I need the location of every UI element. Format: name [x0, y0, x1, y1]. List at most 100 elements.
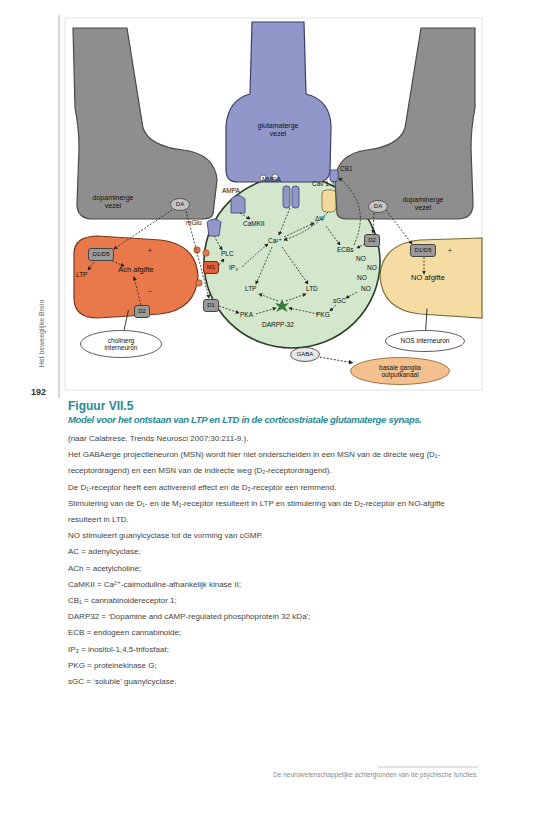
- signal-arrow: [134, 277, 141, 305]
- part-label: NO: [367, 265, 377, 272]
- node-label: D1/D5: [89, 251, 113, 258]
- part-label: Ca²⁺: [268, 238, 282, 245]
- node-outline: [335, 28, 475, 219]
- part-label: LTD: [306, 286, 318, 293]
- node-label: DA: [368, 203, 388, 210]
- signal-arrow: [114, 210, 172, 249]
- caption-note: PKG = proteinekinase G;: [68, 658, 463, 674]
- node-text-holder: M1: [204, 262, 218, 273]
- node-text-holder: DA: [170, 198, 190, 211]
- receptor-box: D1: [203, 299, 219, 312]
- figure-caption: Model voor het ontstaan van LTP en LTD i…: [68, 414, 422, 425]
- node-label: basale ganglia outputkanaal: [368, 364, 432, 378]
- footer-text: De neurowetenschappelijke achtergronden …: [273, 772, 478, 779]
- signal-arrow: [330, 305, 336, 311]
- signal-arrow: [186, 211, 209, 298]
- signal-arrow: [346, 292, 357, 298]
- signal-arrow: [284, 223, 314, 237]
- signal-arrow: [240, 213, 250, 219]
- part-label: ΔΨ: [315, 216, 325, 223]
- figure-frame: [65, 18, 482, 390]
- node-label: cholinerg interneuron: [96, 337, 146, 351]
- node-text-holder: D1: [204, 300, 218, 311]
- signal-arrow: [279, 208, 290, 235]
- signal-arrow: [112, 261, 124, 266]
- caption-note: NO stimuleert guanylcyclase tot de vormi…: [68, 528, 463, 544]
- node-text-holder: D1/D5: [411, 245, 435, 256]
- node-text-holder: GABA: [290, 351, 320, 358]
- node-text-holder: NOS interneuron: [389, 337, 461, 344]
- signal-arrow: [373, 213, 374, 233]
- caption-note: CaMKII = Ca²⁺-calmoduline-afhankelijk ki…: [68, 577, 463, 593]
- caption-note: Het GABAerge projectieneuron (MSN) wordt…: [68, 447, 463, 479]
- node-text-holder: cholinerg interneuron: [96, 337, 146, 351]
- node-text-holder: GABA: [290, 347, 320, 362]
- part-label: IP₃: [229, 265, 238, 272]
- node-outline: [222, 22, 334, 184]
- receptor-symbol: [207, 186, 336, 236]
- node-label: NOS interneuron: [389, 337, 461, 344]
- caption-note: sGC = ‘soluble’ guanylcyclase.: [68, 674, 463, 690]
- part-label: NO: [361, 286, 371, 293]
- output-oval: basale ganglia outputkanaal: [350, 357, 450, 385]
- node-text-holder: D1/D5: [411, 247, 435, 254]
- part-label: LTP: [76, 272, 87, 279]
- part-label: sGC: [333, 298, 346, 305]
- caption-note: De D₁-receptor heeft een activerend effe…: [68, 480, 463, 496]
- signal-arrow: [339, 178, 360, 245]
- margin-rule: [59, 15, 60, 398]
- node-outline: [81, 331, 162, 358]
- frame-lines: [59, 15, 482, 767]
- signal-arrow: [219, 259, 224, 265]
- dopamine-fiber: dopaminerge vezel DA: [335, 28, 483, 220]
- signal-arrow: [214, 236, 222, 250]
- receptor-box: D1/D5: [410, 244, 436, 257]
- node-label: GABA: [290, 351, 320, 358]
- node-label: NO afgifte: [400, 274, 456, 282]
- node-text-holder: NOS interneuron: [385, 330, 465, 352]
- node-outline: [65, 28, 220, 220]
- receptor-symbol: [283, 186, 290, 208]
- signal-arrow: [284, 212, 328, 240]
- part-label: +: [448, 248, 452, 255]
- signal-arrow: [357, 244, 365, 248]
- node-label: dopaminerge vezel: [397, 196, 449, 211]
- connector: [426, 309, 427, 331]
- caption-note: (naar Calabrese, Trends Neurosci 2007;30…: [68, 431, 463, 447]
- receptor-symbol: [231, 196, 245, 214]
- vesicle: [194, 174, 278, 286]
- caption-notes: (naar Calabrese, Trends Neurosci 2007;30…: [68, 431, 463, 690]
- signal-arrow: [256, 247, 272, 284]
- part-label: CB1: [340, 166, 353, 173]
- node-text-holder: dopaminerge vezel: [87, 194, 139, 209]
- node-label: dopaminerge vezel: [87, 194, 139, 209]
- node-outline: [369, 201, 388, 213]
- connector: [124, 310, 128, 330]
- signal-arrow: [326, 226, 340, 245]
- signal-arrow: [386, 210, 412, 244]
- part-label: Cav 1.3: [312, 181, 334, 188]
- node-label: D1/D5: [411, 247, 435, 254]
- signal-arrow: [259, 294, 278, 301]
- signal-arrow: [424, 257, 425, 274]
- node-text-holder: DA: [368, 200, 388, 213]
- part-label: PLC: [221, 251, 234, 258]
- node-text-holder: D2: [365, 235, 379, 246]
- part-label: PKG: [316, 312, 330, 319]
- node-text-holder: NO afgifte: [400, 274, 456, 282]
- signal-arrow: [242, 244, 268, 267]
- part-label: NMDA: [262, 177, 281, 184]
- node-text-holder: D2: [365, 237, 379, 244]
- caption-note: ECB = endogeen cannabinoide;: [68, 625, 463, 641]
- connector: [320, 357, 353, 363]
- part-label: NO: [356, 256, 366, 263]
- transmitter-oval: GABA: [290, 347, 320, 362]
- receptor-box: D2: [134, 305, 150, 318]
- node-text-holder: dopaminerge vezel: [397, 196, 449, 211]
- part-label: ECBs: [337, 247, 354, 254]
- nos-terminal: NO afgifte D1/D5: [376, 232, 482, 320]
- page-number: 192: [31, 388, 46, 397]
- receptor-symbol: [292, 186, 299, 208]
- part-label: mGlu: [186, 220, 202, 227]
